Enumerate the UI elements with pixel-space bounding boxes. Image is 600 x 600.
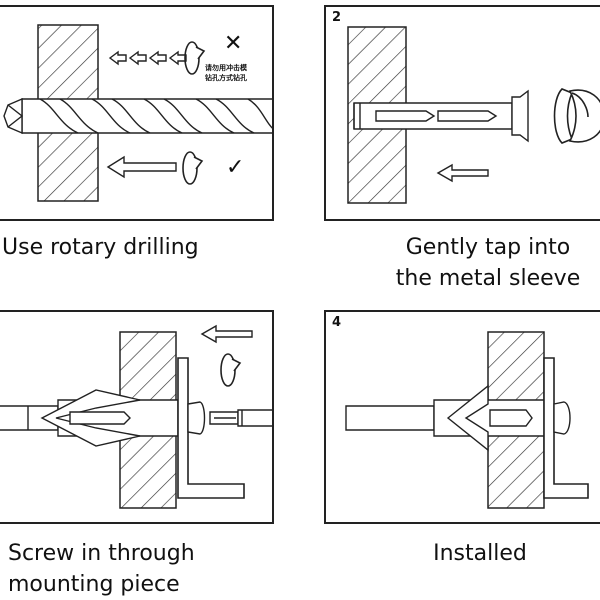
- caption-line: mounting piece: [8, 572, 180, 597]
- step-2-drawing: [347, 26, 600, 204]
- impact-arrows: [108, 50, 187, 66]
- rotation-icon: [184, 41, 206, 75]
- anchor-sleeve: [353, 89, 529, 143]
- right-mark: ✓: [226, 155, 245, 180]
- hammer: [553, 88, 600, 144]
- caption-line: Gently tap into: [405, 235, 571, 260]
- drill-bit: [3, 97, 272, 135]
- step-2-caption: Gently tap into the metal sleeve: [380, 232, 596, 294]
- anchor-rod: [0, 389, 179, 447]
- step-2-panel: 2: [324, 5, 600, 221]
- warning-note: 请勿用冲击模 钻孔方式钻孔: [205, 63, 247, 83]
- step-4-drawing: [345, 331, 589, 509]
- rotation-icon: [220, 353, 242, 387]
- caption-line: the metal sleeve: [395, 266, 581, 291]
- step-number: 4: [332, 315, 342, 330]
- caption-line: Installed: [433, 541, 527, 566]
- step-3-caption: Screw in through mounting piece: [8, 538, 195, 600]
- step-4-caption: Installed: [380, 538, 580, 569]
- caption-line: Screw in through: [8, 541, 195, 566]
- wrong-mark: ✕: [224, 31, 243, 56]
- mounting-bracket: [543, 357, 589, 499]
- warning-note-line: 请勿用冲击模: [205, 64, 247, 72]
- warning-note-line: 钻孔方式钻孔: [205, 74, 247, 82]
- step-1-panel: ✕ ✓ 请勿用冲击模 钻孔方式钻孔: [0, 5, 274, 221]
- step-number: 2: [332, 10, 342, 25]
- step-1-drawing: [3, 24, 272, 202]
- screw-head: [553, 401, 571, 435]
- screwdriver: [187, 401, 272, 435]
- rotation-icon: [182, 151, 204, 185]
- step-1-caption: Use rotary drilling: [2, 232, 199, 263]
- step-4-panel: 4: [324, 310, 600, 524]
- rotary-arrow: [106, 155, 177, 179]
- tap-arrow: [436, 163, 489, 183]
- caption-line: Use rotary drilling: [2, 235, 199, 260]
- push-arrow: [200, 324, 253, 344]
- step-3-drawing: [0, 324, 272, 509]
- step-3-panel: [0, 310, 274, 524]
- mounting-bracket: [177, 357, 245, 499]
